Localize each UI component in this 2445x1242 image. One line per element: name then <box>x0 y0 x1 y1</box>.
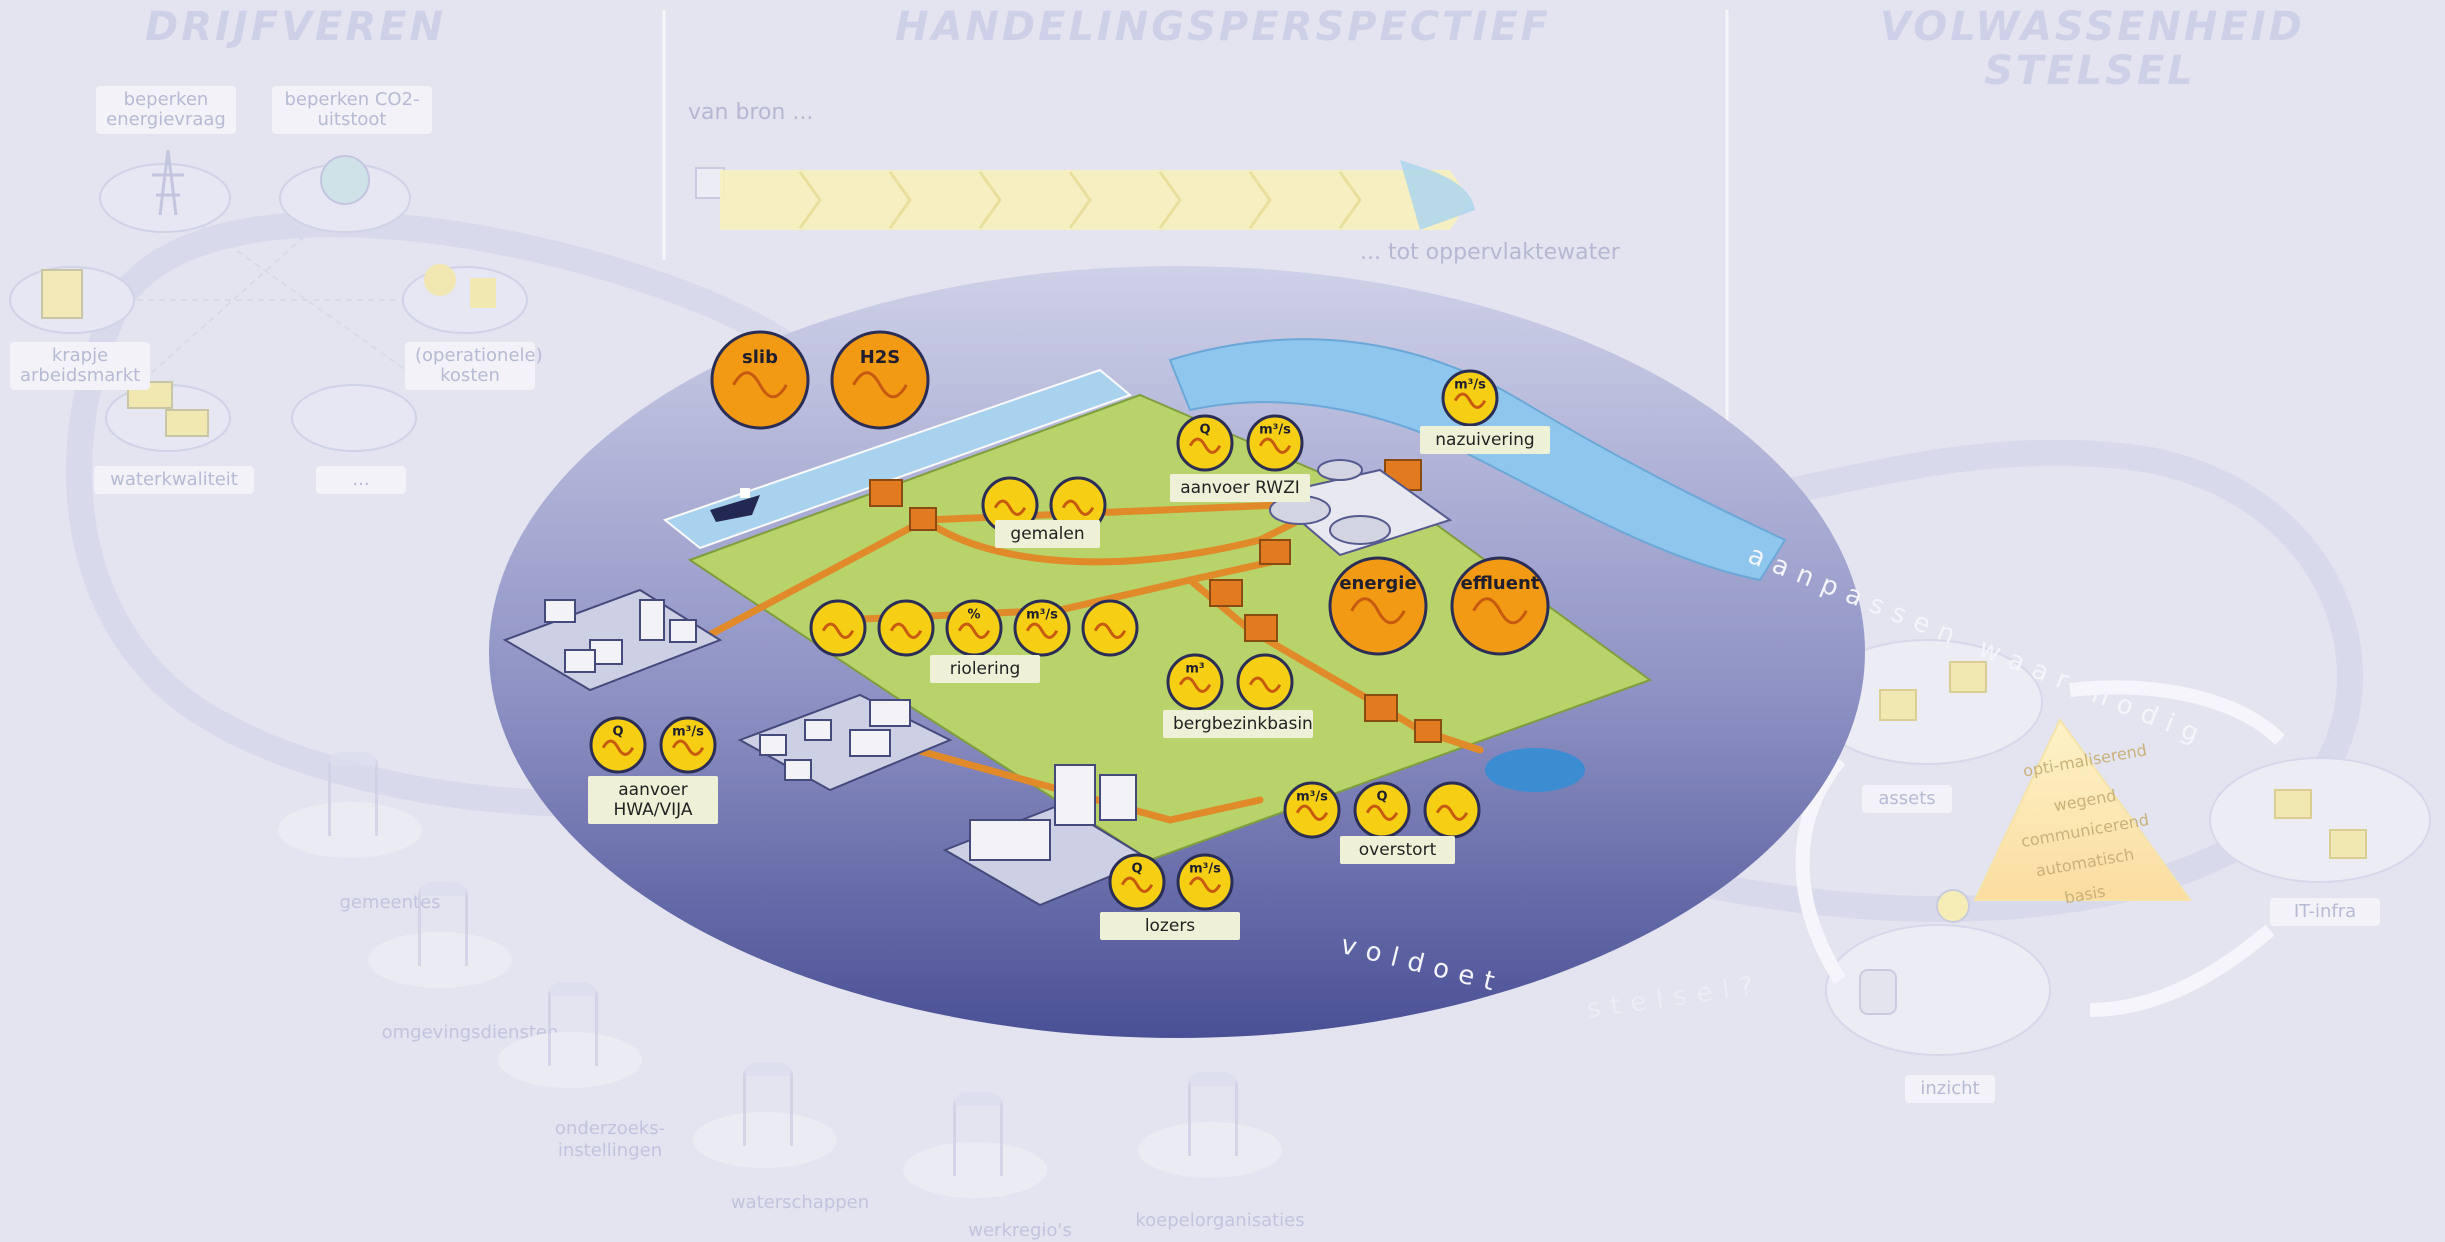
label-bergbezinkbasin: bergbezinkbasin <box>1163 710 1313 738</box>
riolering-clock-icon <box>877 599 935 657</box>
vacancy-sign-icon <box>41 269 83 319</box>
riolering-flow-icon-text: m³/s <box>1026 608 1058 623</box>
basin-volume-icon-text: m³ <box>1185 662 1204 677</box>
pipe-junctions <box>869 459 1442 743</box>
stakeholder-werkregios: werkregio's <box>968 1220 1072 1241</box>
rwzi-quality-icon: Q <box>1176 414 1234 472</box>
driver-kosten: (operationele) kosten <box>405 342 543 390</box>
nazuivering-flow-icon: m³/s <box>1441 369 1499 427</box>
factory <box>942 764 1153 907</box>
lozers-flow-icon-text: m³/s <box>1189 862 1221 877</box>
it-infra-computer-icon <box>2274 789 2367 859</box>
source-to-surface-chain <box>695 160 1475 230</box>
hwa-quality-icon-text: Q <box>612 725 623 740</box>
rwzi-flow-icon: m³/s <box>1246 414 1304 472</box>
label-inzicht: inzicht <box>1905 1075 1995 1103</box>
hwa-flow-icon: m³/s <box>659 716 717 774</box>
overstort-quality-icon-text: Q <box>1376 790 1387 805</box>
lozers-quality-icon-text: Q <box>1131 862 1142 877</box>
driver-waterkwaliteit: waterkwaliteit <box>94 466 254 494</box>
stakeholder-platform <box>1138 1122 1282 1178</box>
label-lozers: lozers <box>1100 912 1240 940</box>
riolering-percent-icon: % <box>945 599 1003 657</box>
riolering-pipe-icon <box>1081 599 1139 657</box>
stakeholder-waterschappen: waterschappen <box>730 1192 870 1213</box>
stakeholder-platform <box>693 1112 837 1168</box>
people-icon <box>328 752 378 836</box>
chain-from-label: van bron ... <box>688 100 814 125</box>
lozers-quality-icon: Q <box>1108 853 1166 911</box>
overstort-quality-icon: Q <box>1353 781 1411 839</box>
header-volwassenheid-line2: STELSEL <box>1984 48 2196 94</box>
rwzi-flow-icon-text: m³/s <box>1259 423 1291 438</box>
people-icon <box>743 1062 793 1146</box>
coins-icon <box>424 264 496 308</box>
people-icon <box>548 982 598 1066</box>
pylon-icon <box>152 149 184 216</box>
stakeholder-platform <box>278 802 422 858</box>
driver-more: ... <box>316 466 406 494</box>
canal <box>662 368 1132 550</box>
effluent-icon-text: effluent <box>1461 573 1540 594</box>
label-assets: assets <box>1862 785 1952 813</box>
stakeholder-platform <box>368 932 512 988</box>
driver-arbeidsmarkt: krapje arbeidsmarkt <box>10 342 150 390</box>
energie-icon: energie <box>1328 556 1428 656</box>
people-icon <box>418 882 468 966</box>
label-overstort: overstort <box>1340 836 1455 864</box>
rwzi-treatment-tanks <box>1267 459 1453 557</box>
hwa-quality-icon: Q <box>589 716 647 774</box>
riolering-flow-icon: m³/s <box>1013 599 1071 657</box>
nazuivering-flow-icon-text: m³/s <box>1454 378 1486 393</box>
river <box>1168 338 1787 582</box>
header-drijfveren: DRIJFVEREN <box>145 4 446 50</box>
riolering-valve-icon <box>809 599 867 657</box>
slib-icon-text: slib <box>742 347 778 368</box>
town-houses <box>502 588 723 692</box>
slib-icon: slib <box>710 330 810 430</box>
pond <box>1485 748 1585 792</box>
insight-database-icon <box>1859 889 1970 1015</box>
stakeholder-platform <box>903 1142 1047 1198</box>
label-aanvoer-hwa: aanvoer HWA/VIJA <box>588 776 718 824</box>
driver-energievraag: beperken energievraag <box>96 86 236 134</box>
overstort-flow-icon: m³/s <box>1283 781 1341 839</box>
basin-volume-icon: m³ <box>1166 653 1224 711</box>
globe-icon <box>320 155 370 205</box>
ship <box>710 488 760 522</box>
riolering-percent-icon-text: % <box>967 608 980 623</box>
rwzi-quality-icon-text: Q <box>1199 423 1210 438</box>
stakeholder-gemeentes: gemeentes <box>339 892 441 913</box>
label-it-infra: IT-infra <box>2270 898 2380 926</box>
lozers-flow-icon: m³/s <box>1176 853 1234 911</box>
overstort-flow-icon-text: m³/s <box>1296 790 1328 805</box>
stakeholder-onderzoeksinstellingen: onderzoeks-instellingen <box>554 1118 666 1161</box>
stakeholder-omgevingsdiensten: omgevingsdiensten <box>381 1022 559 1043</box>
suburb-houses <box>737 693 953 792</box>
maturity-cycle <box>1795 639 2431 1056</box>
gas-emission-icon-text: H2S <box>860 347 901 368</box>
header-volwassenheid-line1: VOLWASSENHEID <box>1880 4 2305 50</box>
assets-cubes-icon <box>1879 661 1987 721</box>
label-riolering: riolering <box>930 655 1040 683</box>
hwa-flow-icon-text: m³/s <box>672 725 704 740</box>
gemalen-pump-icon <box>1049 476 1107 534</box>
effluent-icon: effluent <box>1450 556 1550 656</box>
people-icon <box>953 1092 1003 1176</box>
gas-emission-icon: H2S <box>830 330 930 430</box>
driver-co2: beperken CO2-uitstoot <box>272 86 432 134</box>
overstort-wave-icon <box>1423 781 1481 839</box>
stakeholder-koepelorganisaties: koepelorganisaties <box>1135 1210 1305 1231</box>
chain-to-label: ... tot oppervlaktewater <box>1360 240 1620 265</box>
energie-icon-text: energie <box>1339 573 1416 594</box>
people-icon <box>1188 1072 1238 1156</box>
label-nazuivering: nazuivering <box>1420 426 1550 454</box>
label-gemalen: gemalen <box>995 520 1100 548</box>
label-aanvoer-rwzi: aanvoer RWZI <box>1170 474 1310 502</box>
water-quality-icon <box>127 381 209 437</box>
stakeholder-platform <box>498 1032 642 1088</box>
header-handelingsperspectief: HANDELINGSPERSPECTIEF <box>895 4 1551 50</box>
basin-clock-icon <box>1236 653 1294 711</box>
